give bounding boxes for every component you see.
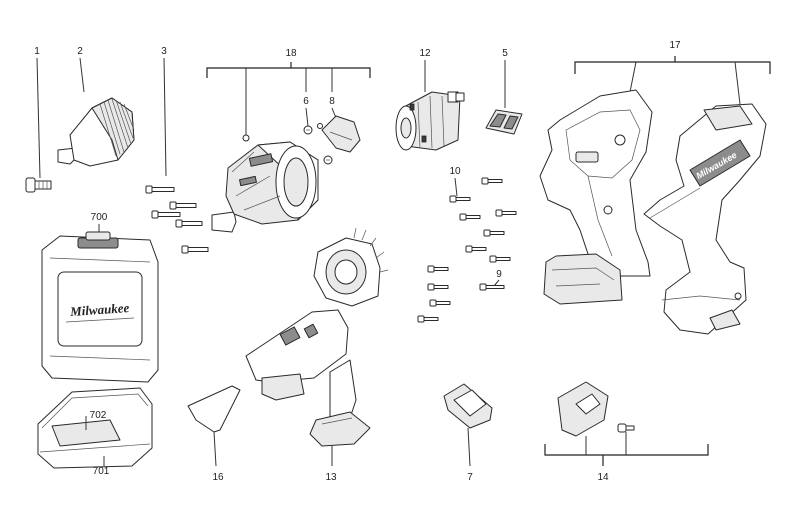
label-6: 6 [303, 96, 309, 107]
part-10-screws [449, 177, 517, 263]
label-10: 10 [449, 166, 461, 177]
part-13-electronics [245, 227, 389, 466]
part-14-bit-holder [544, 381, 709, 466]
label-5: 5 [502, 48, 508, 59]
housing-right-half: Milwaukee [643, 103, 767, 335]
brand-logo-case: Milwaukee [69, 300, 130, 319]
part-8-cover [317, 107, 361, 153]
housing-left-half [539, 89, 653, 305]
bracket-18 [206, 62, 371, 138]
label-18: 18 [285, 48, 297, 59]
part-1-chuck-screw [25, 57, 52, 193]
label-16: 16 [212, 472, 224, 483]
part-700-carrying-case: Milwaukee [41, 224, 159, 383]
label-701: 701 [93, 466, 110, 477]
label-9: 9 [496, 269, 502, 280]
part-3-screws [145, 57, 209, 254]
part-7-belt-clip [443, 383, 493, 467]
part-701-case-inlay [37, 387, 153, 469]
label-7: 7 [467, 472, 473, 483]
part-16-paddle [187, 385, 241, 467]
label-1: 1 [34, 46, 40, 57]
label-13: 13 [325, 472, 337, 483]
part-12-motor [395, 60, 465, 151]
gearbox-assembly [211, 134, 319, 233]
label-14: 14 [597, 472, 609, 483]
part-2-keyless-chuck [57, 57, 135, 167]
label-702: 702 [90, 410, 107, 421]
label-2: 2 [77, 46, 83, 57]
label-3: 3 [161, 46, 167, 57]
bracket-17 [574, 56, 771, 105]
part-6-screw [303, 107, 333, 165]
part-5-insert [485, 60, 523, 135]
part-9-screws [417, 265, 505, 323]
label-17: 17 [669, 40, 681, 51]
label-8: 8 [329, 96, 335, 107]
label-700: 700 [91, 212, 108, 223]
label-12: 12 [419, 48, 431, 59]
